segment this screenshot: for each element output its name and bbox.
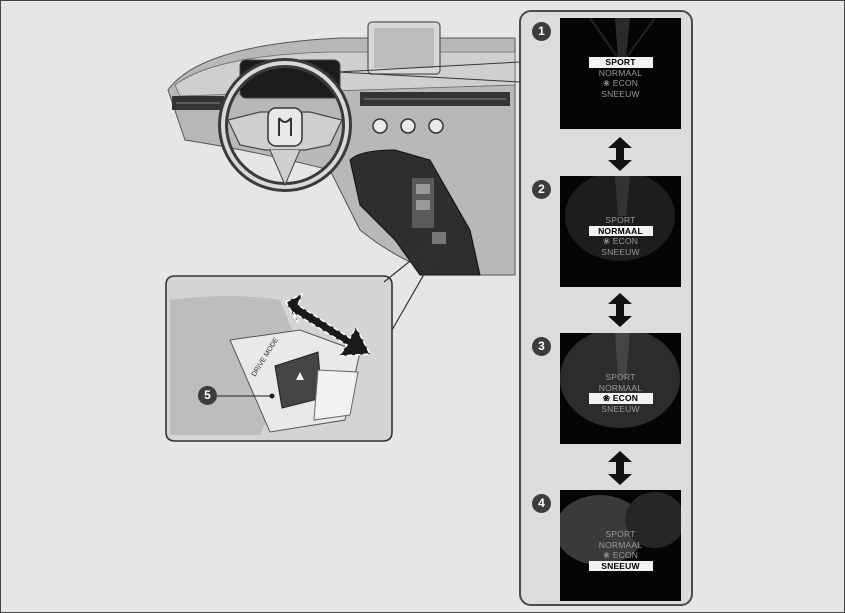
menu-item-econ: ❀ ECON	[589, 236, 653, 247]
menu-item-sport: SPORT	[589, 215, 653, 226]
display-screen-2: SPORT NORMAAL ❀ ECON SNEEUW	[560, 176, 681, 287]
menu-item-sport: SPORT	[589, 372, 653, 383]
mode-menu-3: SPORT NORMAAL ❀ ECON SNEEUW	[560, 372, 681, 414]
panel-1-badge: 1	[532, 22, 551, 41]
mode-menu-2: SPORT NORMAAL ❀ ECON SNEEUW	[560, 215, 681, 257]
callout-5-badge: 5	[198, 386, 217, 405]
panel-3-badge: 3	[532, 337, 551, 356]
display-screen-3: SPORT NORMAAL ❀ ECON SNEEUW	[560, 333, 681, 444]
menu-item-econ: ❀ ECON	[589, 550, 653, 561]
menu-item-econ: ❀ ECON	[589, 78, 653, 89]
menu-item-sneeuw: SNEEUW	[589, 89, 653, 100]
menu-item-sport: SPORT	[589, 57, 653, 68]
menu-item-normaal: NORMAAL	[589, 226, 653, 237]
display-screen-1: SPORT NORMAAL ❀ ECON SNEEUW	[560, 18, 681, 129]
swap-arrow-icon	[608, 293, 632, 327]
menu-item-normaal: NORMAAL	[589, 68, 653, 79]
steering-hub	[268, 108, 302, 146]
swap-arrow-icon	[608, 451, 632, 485]
mode-menu-1: SPORT NORMAAL ❀ ECON SNEEUW	[560, 57, 681, 99]
menu-item-sneeuw: SNEEUW	[589, 404, 653, 415]
menu-item-sneeuw: SNEEUW	[589, 561, 653, 572]
swap-arrow-icon	[608, 137, 632, 171]
panel-2-badge: 2	[532, 180, 551, 199]
mode-menu-4: SPORT NORMAAL ❀ ECON SNEEUW	[560, 529, 681, 571]
menu-item-econ: ❀ ECON	[589, 393, 653, 404]
menu-item-normaal: NORMAAL	[589, 383, 653, 394]
display-screen-4: SPORT NORMAAL ❀ ECON SNEEUW	[560, 490, 681, 601]
menu-item-sneeuw: SNEEUW	[589, 247, 653, 258]
panel-4-badge: 4	[532, 494, 551, 513]
menu-item-normaal: NORMAAL	[589, 540, 653, 551]
menu-item-sport: SPORT	[589, 529, 653, 540]
climate-knob	[373, 119, 387, 133]
